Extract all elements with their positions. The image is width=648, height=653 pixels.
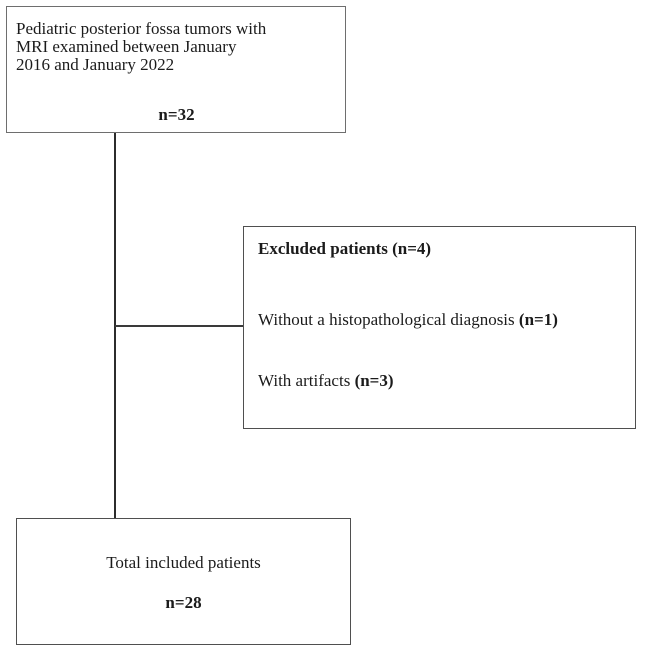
excluded-reason-2-text: With artifacts <box>258 371 355 390</box>
excluded-reason-item: Without a histopathological diagnosis (n… <box>258 310 630 330</box>
included-patients-box: Total included patients n=28 <box>16 518 351 645</box>
initial-cohort-text-line-1: Pediatric posterior fossa tumors with <box>16 19 267 38</box>
initial-cohort-count: n=32 <box>158 105 195 125</box>
connector-horizontal-branch-line <box>115 325 243 327</box>
initial-cohort-text-line-3: 2016 and January 2022 <box>16 54 175 74</box>
initial-cohort-box: Pediatric posterior fossa tumors with MR… <box>6 6 346 133</box>
excluded-patients-box: Excluded patients (n=4) Without a histop… <box>243 226 636 429</box>
included-patients-count: n=28 <box>165 593 202 612</box>
excluded-reason-1-text: Without a histopathological diagnosis <box>258 310 519 329</box>
excluded-reason-item: With artifacts (n=3) <box>258 371 630 391</box>
initial-cohort-text-line-2: MRI examined between January <box>16 36 237 56</box>
excluded-patients-title: Excluded patients (n=4) <box>258 239 432 258</box>
excluded-reason-2-count: (n=3) <box>354 371 394 390</box>
excluded-reason-1-count: (n=1) <box>518 310 558 329</box>
included-patients-text: Total included patients <box>106 553 261 572</box>
